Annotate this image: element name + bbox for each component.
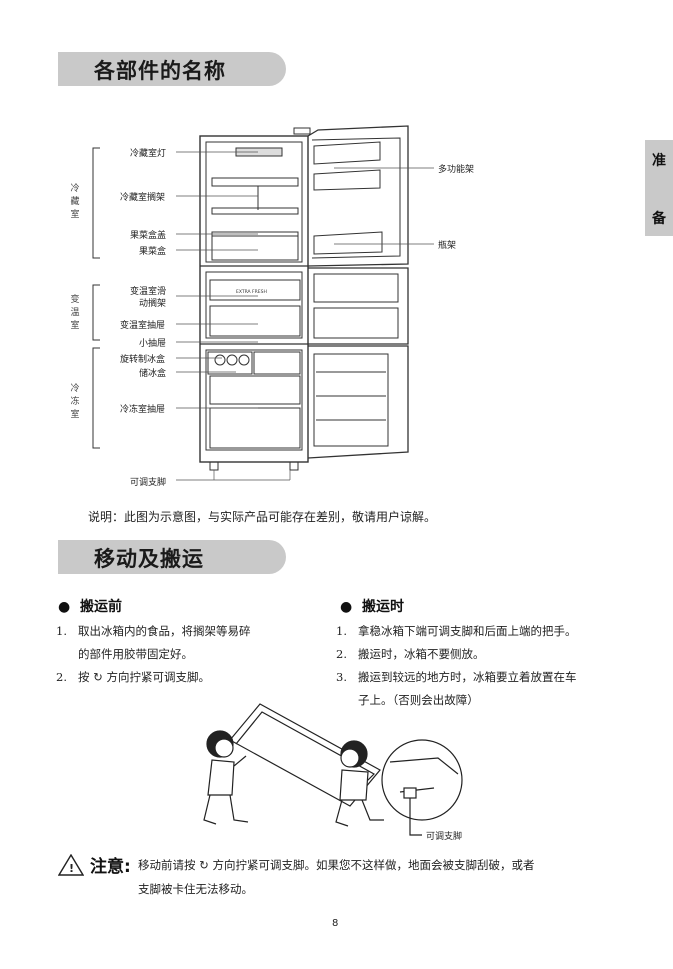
- brand-mark: EXTRA FRESH: [236, 289, 267, 295]
- side-tab: 准 备: [645, 140, 673, 236]
- moving-illustration: [203, 703, 463, 836]
- page-number: 8: [332, 918, 339, 929]
- label-foot: 可调支脚: [130, 478, 167, 488]
- list-item: 1.取出冰箱内的食品，将搁架等易碎 的部件用胶带固定好。: [56, 624, 251, 661]
- section-banner-moving: 移动及搬运: [58, 540, 286, 574]
- label-bottle-shelf: 瓶架: [438, 241, 457, 251]
- section-banner-parts: 各部件的名称: [58, 52, 286, 86]
- list-item: 2.搬运时，冰箱不要侧放。: [336, 647, 485, 661]
- label-shelf: 冷藏室搁架: [120, 193, 166, 203]
- label-ice-box: 储冰盒: [139, 369, 167, 379]
- caution-text-line1: 移动前请按 ↻ 方向拧紧可调支脚。如果您不这样做，地面会被支脚刮破，或者: [138, 858, 535, 872]
- label-var-drawer: 变温室抽屉: [120, 321, 166, 331]
- section-title: 移动及搬运: [94, 547, 204, 571]
- warning-icon: !: [58, 854, 84, 876]
- caution-text-line2: 支脚被卡住无法移动。: [138, 882, 253, 896]
- label-freezer-drawer: 冷冻室抽屉: [120, 405, 166, 415]
- label-crisper-lid: 果菜盒盖: [130, 231, 167, 241]
- caution-label: 注意:: [90, 857, 131, 877]
- bullet-icon: ●: [58, 599, 80, 615]
- label-small-drawer: 小抽屉: [139, 339, 167, 349]
- diagram-caption: 说明：此图为示意图，与实际产品可能存在差别，敬请用户谅解。: [88, 510, 437, 524]
- svg-text:!: !: [69, 862, 74, 875]
- foot-callout-label: 可调支脚: [426, 832, 463, 842]
- bullet-icon: ●: [340, 599, 362, 615]
- heading-during-moving: ● 搬运时: [340, 599, 404, 615]
- label-crisper: 果菜盒: [139, 247, 167, 257]
- side-tab-char-1: 准: [652, 153, 666, 169]
- list-item: 3.搬运到较远的地方时，冰箱要立着放置在车 子上。（否则会出故障）: [336, 670, 577, 707]
- label-ice-maker: 旋转制冰盒: [120, 355, 166, 365]
- heading-before-moving: ● 搬运前: [58, 599, 122, 615]
- label-var-shelf-1: 变温室滑: [130, 287, 167, 297]
- side-tab-char-2: 备: [652, 211, 666, 227]
- group-label-fridge: 冷藏室: [70, 184, 80, 220]
- refrigerator-diagram: EXTRA FRESH: [92, 125, 434, 481]
- list-item: 1.拿稳冰箱下端可调支脚和后面上端的把手。: [336, 624, 577, 638]
- label-light: 冷藏室灯: [130, 149, 167, 159]
- list-item: 2.按 ↻ 方向拧紧可调支脚。: [56, 670, 210, 684]
- section-title: 各部件的名称: [94, 59, 226, 83]
- label-var-shelf-2: 动搁架: [139, 299, 167, 309]
- group-label-freezer: 冷冻室: [70, 384, 80, 420]
- group-label-variable: 变温室: [70, 295, 80, 331]
- label-multi-shelf: 多功能架: [438, 165, 475, 175]
